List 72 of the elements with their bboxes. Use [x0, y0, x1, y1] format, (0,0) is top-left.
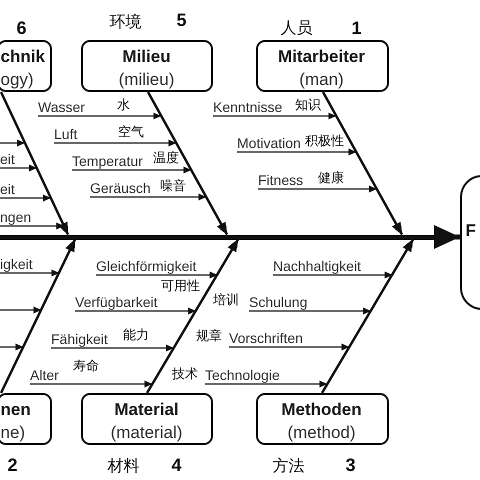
- translation-label: 能力: [123, 328, 149, 343]
- category-name: 材料: [108, 456, 140, 474]
- cause-label: Motivation: [237, 135, 301, 151]
- category-number: 5: [176, 10, 187, 30]
- category-title: Material: [114, 400, 179, 418]
- cause-arrow: [0, 239, 76, 350]
- cause-arrow: [96, 239, 239, 278]
- category-name: 方法: [272, 456, 304, 474]
- category-name: 人员: [280, 18, 312, 36]
- cause-label: Kenntnisse: [213, 99, 282, 115]
- category-number: 6: [16, 18, 27, 38]
- category-title: Mitarbeiter: [278, 46, 365, 66]
- category-number: 4: [172, 454, 182, 474]
- cause-label: eit: [0, 151, 15, 167]
- translation-label: 寿命: [73, 359, 99, 374]
- cause-arrow: [258, 186, 403, 235]
- cause-label: Schulung: [249, 294, 308, 310]
- cause-label: Alter: [30, 367, 59, 383]
- category-subtitle: (method): [287, 422, 356, 442]
- category-subtitle: (milieu): [118, 70, 174, 88]
- cause-label: Gleichförmigkeit: [96, 258, 196, 274]
- bone-arrow: [146, 238, 240, 394]
- cause-arrow: [30, 239, 239, 388]
- cause-label: Fitness: [258, 172, 304, 188]
- category-title: Methoden: [281, 400, 362, 418]
- cause-label: Technologie: [205, 367, 280, 383]
- bone-arrow: [0, 238, 76, 394]
- category-subtitle: ogy): [0, 70, 34, 88]
- category-number: 3: [346, 454, 356, 474]
- cause-label: Geräusch: [90, 180, 151, 196]
- cause-arrow: [90, 194, 228, 235]
- translation-label: 知识: [295, 98, 321, 113]
- bone-arrow: [0, 91, 70, 236]
- effect-box: [460, 175, 480, 310]
- cause-label: Verfügbarkeit: [75, 294, 158, 310]
- cause-label: Wasser: [38, 99, 85, 115]
- translation-label: 噪音: [160, 179, 186, 194]
- cause-arrow: [205, 239, 414, 388]
- category-subtitle: (man): [299, 70, 344, 88]
- cause-arrow: [0, 140, 69, 235]
- category-subtitle: ne): [0, 422, 26, 442]
- category-title: Milieu: [122, 46, 171, 66]
- translation-label: 水: [117, 98, 130, 113]
- bone-arrow: [320, 238, 414, 394]
- translation-label: 可用性: [161, 279, 200, 294]
- effect-label: F: [466, 220, 476, 240]
- category-title: nen: [0, 400, 31, 418]
- spine-bar: [0, 234, 436, 240]
- translation-label: 积极性: [305, 134, 344, 149]
- translation-label: 健康: [318, 171, 344, 186]
- translation-label: 规章: [196, 329, 222, 344]
- arrow: [434, 225, 460, 249]
- translation-label: 技术: [172, 367, 198, 382]
- category-name: 环境: [110, 12, 142, 30]
- translation-label: 空气: [118, 125, 144, 140]
- category-subtitle: (material): [110, 422, 182, 442]
- translation-label: 培训: [213, 293, 239, 308]
- category-number: 2: [8, 454, 18, 474]
- bone-arrow: [322, 91, 404, 236]
- bone-arrow: [146, 91, 228, 236]
- cause-label: ngen: [0, 209, 32, 225]
- category-number: 1: [352, 18, 362, 38]
- cause-label: Temperatur: [72, 153, 143, 169]
- cause-label: Nachhaltigkeit: [273, 258, 361, 274]
- category-title: chnik: [0, 46, 45, 66]
- cause-arrow: [51, 239, 239, 352]
- cause-label: Fähigkeit: [51, 331, 108, 347]
- cause-label: Vorschriften: [229, 330, 303, 346]
- cause-label: igkeit: [0, 256, 33, 272]
- cause-label: Luft: [54, 126, 78, 142]
- cause-label: eit: [0, 181, 15, 197]
- translation-label: 温度: [153, 151, 179, 166]
